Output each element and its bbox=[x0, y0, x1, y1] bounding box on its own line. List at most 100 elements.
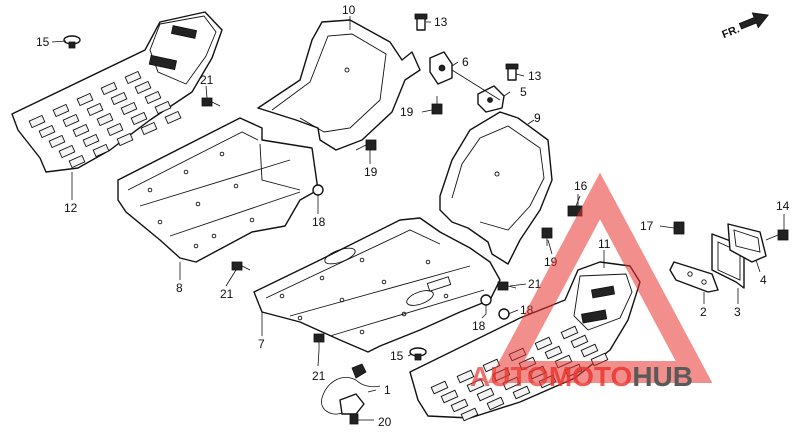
part-1-switch-harness bbox=[320, 363, 381, 415]
mat-grid-cell bbox=[164, 110, 182, 125]
bolt-13-b bbox=[505, 63, 519, 81]
front-direction-label: FR. bbox=[720, 23, 741, 41]
mat-grid-cell bbox=[440, 389, 459, 404]
mounting-hole bbox=[319, 275, 325, 281]
automotohub-watermark: AUTOMOTOHUB bbox=[470, 172, 713, 392]
watermark-wordmark: AUTOMOTOHUB bbox=[470, 361, 693, 392]
clip-15-b bbox=[409, 347, 427, 361]
mat-grid-cell bbox=[52, 103, 70, 118]
mat-grid-cell bbox=[570, 334, 589, 349]
mat-grid-cell bbox=[120, 101, 138, 116]
mounting-hole bbox=[157, 219, 163, 225]
mounting-hole bbox=[279, 293, 285, 299]
screw-21-c bbox=[497, 281, 517, 291]
callout-19-a: 19 bbox=[400, 105, 414, 119]
callout-4: 4 bbox=[760, 273, 767, 287]
mat-grid-cell bbox=[28, 114, 46, 129]
leader-lines bbox=[51, 16, 785, 421]
mat-grid-cell bbox=[96, 112, 114, 127]
mat-grid-cell bbox=[450, 398, 469, 413]
clip-15-a bbox=[63, 35, 81, 49]
screw-21-a bbox=[201, 97, 221, 107]
part-4-spacer bbox=[727, 223, 767, 263]
mat-grid-cell bbox=[430, 380, 449, 395]
bolt-13-a bbox=[414, 13, 428, 31]
mat-grid-cell bbox=[58, 144, 76, 159]
mat-grid-cell bbox=[72, 123, 90, 138]
mat-grid-cell bbox=[466, 378, 485, 393]
callout-21-a: 21 bbox=[200, 73, 214, 87]
callout-21-d: 21 bbox=[312, 369, 326, 383]
callout-19-b: 19 bbox=[364, 165, 378, 179]
mounting-hole bbox=[211, 233, 217, 239]
screw-19-c bbox=[541, 227, 553, 246]
mat-grid-cell bbox=[130, 111, 148, 126]
front-direction-arrow: FR. bbox=[720, 12, 769, 41]
mat-grid-cell bbox=[580, 343, 599, 358]
callout-14: 14 bbox=[776, 199, 790, 213]
mat-grid-cell bbox=[62, 113, 80, 128]
callout-18-c: 18 bbox=[472, 319, 486, 333]
callout-12: 12 bbox=[64, 201, 78, 215]
mat-grid-cell bbox=[486, 396, 505, 411]
callout-16: 16 bbox=[574, 179, 588, 193]
callout-13-a: 13 bbox=[434, 15, 448, 29]
callout-15-a: 15 bbox=[36, 35, 50, 49]
mounting-hole bbox=[359, 257, 365, 263]
part-6-bracket bbox=[429, 51, 453, 85]
screw-20 bbox=[349, 413, 359, 425]
mounting-hole bbox=[443, 293, 449, 299]
mounting-hole bbox=[147, 187, 153, 193]
fasteners bbox=[63, 13, 789, 425]
screw-21-d bbox=[313, 333, 325, 350]
mat-grid-cell bbox=[534, 336, 553, 351]
mounting-hole bbox=[219, 151, 225, 157]
callout-7: 7 bbox=[258, 337, 265, 351]
mounting-hole bbox=[359, 329, 365, 335]
mounting-hole bbox=[339, 297, 345, 303]
mat-grid-cell bbox=[76, 92, 94, 107]
callout-13-b: 13 bbox=[528, 69, 542, 83]
watermark-triangle-logo bbox=[487, 172, 713, 383]
mounting-hole bbox=[193, 243, 199, 249]
mat-grid-cell bbox=[116, 132, 134, 147]
callout-15-b: 15 bbox=[390, 349, 404, 363]
callout-21-b: 21 bbox=[220, 287, 234, 301]
part-12-left-floor-mat bbox=[11, 11, 223, 173]
pin-18-a bbox=[312, 184, 324, 206]
callout-11: 11 bbox=[598, 237, 611, 251]
part-8-left-floor-plate bbox=[117, 117, 319, 263]
callout-17: 17 bbox=[640, 219, 654, 233]
mat-grid-cell bbox=[154, 100, 172, 115]
mounting-hole bbox=[195, 201, 201, 207]
mat-grid-cell bbox=[476, 387, 495, 402]
mat-grid-cell bbox=[456, 369, 475, 384]
callout-10: 10 bbox=[342, 3, 356, 17]
screw-21-b bbox=[231, 261, 251, 271]
part-5-bracket bbox=[477, 85, 505, 113]
screw-19-b bbox=[355, 139, 377, 151]
mat-grid-cell bbox=[82, 133, 100, 148]
callout-2: 2 bbox=[700, 305, 707, 319]
mat-grid-cell bbox=[48, 134, 66, 149]
screw-19-a bbox=[431, 96, 443, 115]
mounting-hole bbox=[425, 259, 431, 265]
mounting-hole bbox=[401, 311, 407, 317]
mat-grid-cell bbox=[144, 90, 162, 105]
callout-labels: 1 2 3 4 5 6 7 8 9 10 11 12 13 13 14 15 1… bbox=[36, 3, 790, 429]
mat-grid-cell bbox=[124, 70, 142, 85]
part-2-bracket bbox=[669, 261, 719, 293]
mat-grid-cell bbox=[92, 143, 110, 158]
mat-grid-cell bbox=[110, 91, 128, 106]
callout-21-c: 21 bbox=[528, 277, 542, 291]
mat-grid-cell bbox=[100, 81, 118, 96]
callout-3: 3 bbox=[734, 305, 741, 319]
mat-grid-cell bbox=[560, 325, 579, 340]
callout-8: 8 bbox=[176, 281, 183, 295]
mat-grid-cell bbox=[460, 407, 479, 422]
mat-grid-cell bbox=[544, 345, 563, 360]
part-10-left-heel-guard bbox=[257, 19, 421, 151]
mat-grid-cell bbox=[106, 122, 124, 137]
callout-5: 5 bbox=[520, 85, 527, 99]
